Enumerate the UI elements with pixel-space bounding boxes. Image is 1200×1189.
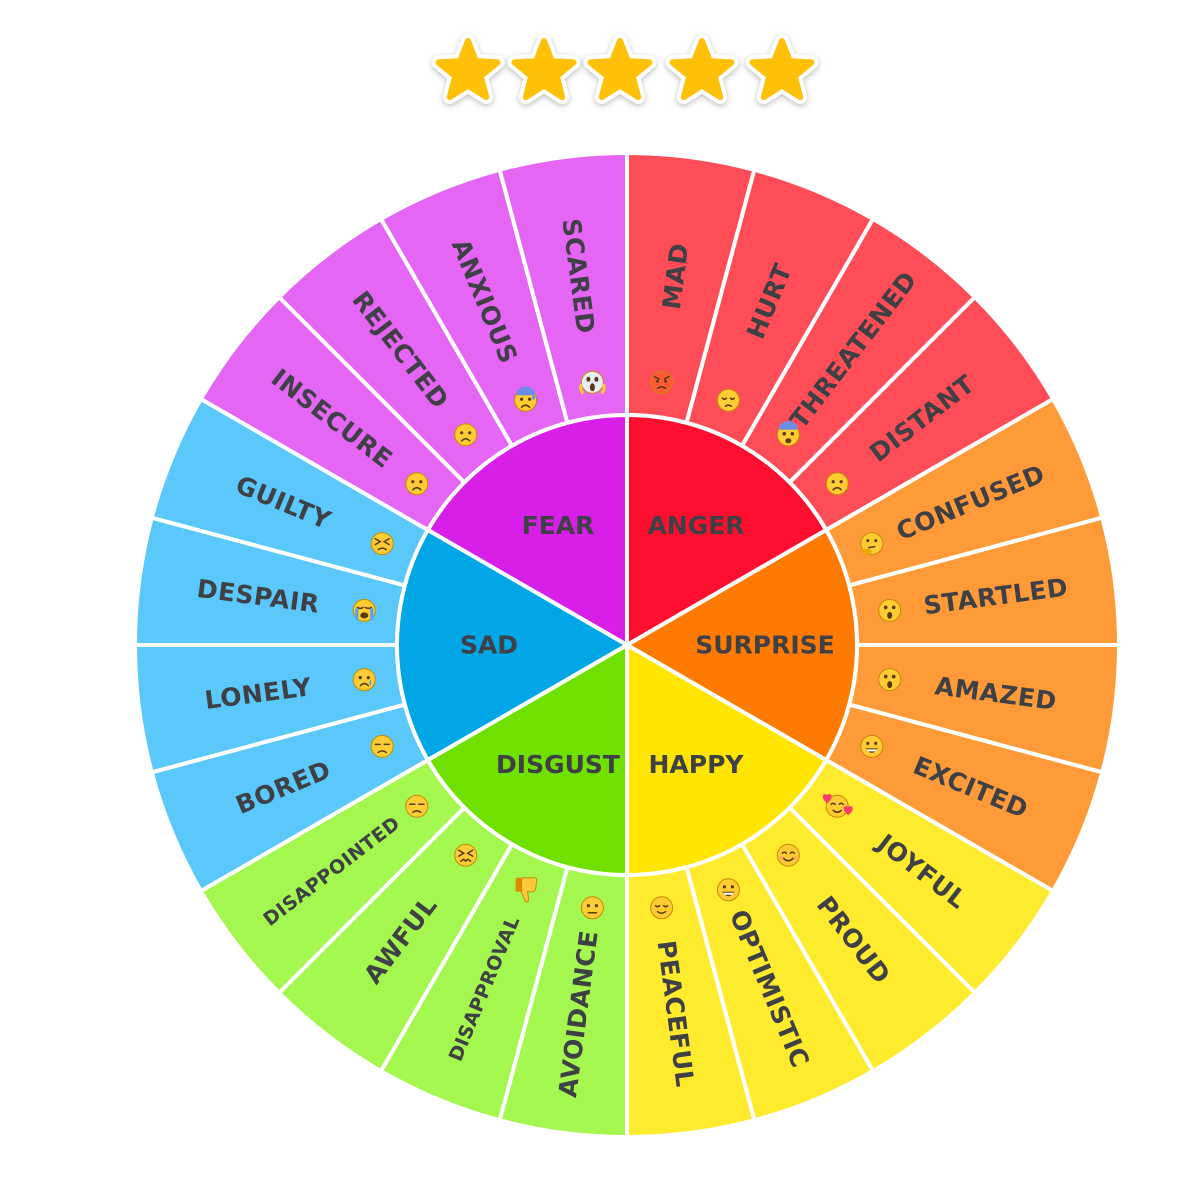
smiling-hearts-face-icon xyxy=(822,793,853,818)
core-label-surprise: SURPRISE xyxy=(695,631,835,660)
star-icon xyxy=(665,34,739,105)
anxious-sweat-face-icon xyxy=(514,386,538,412)
pensive-face-icon xyxy=(716,388,740,412)
star-icon xyxy=(745,34,819,105)
core-label-anger: ANGER xyxy=(647,511,744,540)
star-icon xyxy=(431,34,505,105)
star-rating xyxy=(431,34,819,105)
persevering-face-icon xyxy=(370,532,394,556)
core-segment-surprise xyxy=(622,527,859,763)
core-segment-happy xyxy=(625,641,829,878)
unamused-face-icon xyxy=(370,734,394,758)
hushed-face-icon xyxy=(878,598,902,622)
core-segment-fear xyxy=(425,412,629,649)
star-icon xyxy=(583,34,657,105)
worried-face-icon xyxy=(405,472,429,496)
core-segment-anger xyxy=(625,412,829,649)
beaming-face-icon xyxy=(716,878,740,902)
neutral-face-icon xyxy=(580,896,604,920)
relieved-face-icon xyxy=(650,896,674,920)
core-label-sad: SAD xyxy=(460,631,518,660)
core-label-disgust: DISGUST xyxy=(496,750,620,779)
thinking-face-icon xyxy=(860,532,884,556)
frowning-face-icon xyxy=(454,423,478,447)
core-ring xyxy=(395,412,859,878)
core-label-happy: HAPPY xyxy=(648,750,744,779)
crying-face-icon xyxy=(352,668,376,692)
screaming-face-icon xyxy=(579,370,606,395)
smiling-face-icon xyxy=(776,843,800,867)
core-label-fear: FEAR xyxy=(522,511,595,540)
star-icon xyxy=(507,34,581,105)
core-segment-sad xyxy=(395,527,632,763)
confounded-face-icon xyxy=(454,843,478,867)
confused-face-icon xyxy=(825,472,849,496)
sobbing-face-icon xyxy=(352,598,376,622)
astonished-face-icon xyxy=(878,668,902,692)
grinning-face-icon xyxy=(860,734,884,758)
outer-ring xyxy=(132,150,1122,1140)
angry-face-icon xyxy=(650,370,674,394)
fearful-face-icon xyxy=(776,421,800,447)
thumbs-down-icon xyxy=(515,877,538,903)
core-segment-disgust xyxy=(425,641,629,878)
disappointed-face-icon xyxy=(405,794,429,818)
